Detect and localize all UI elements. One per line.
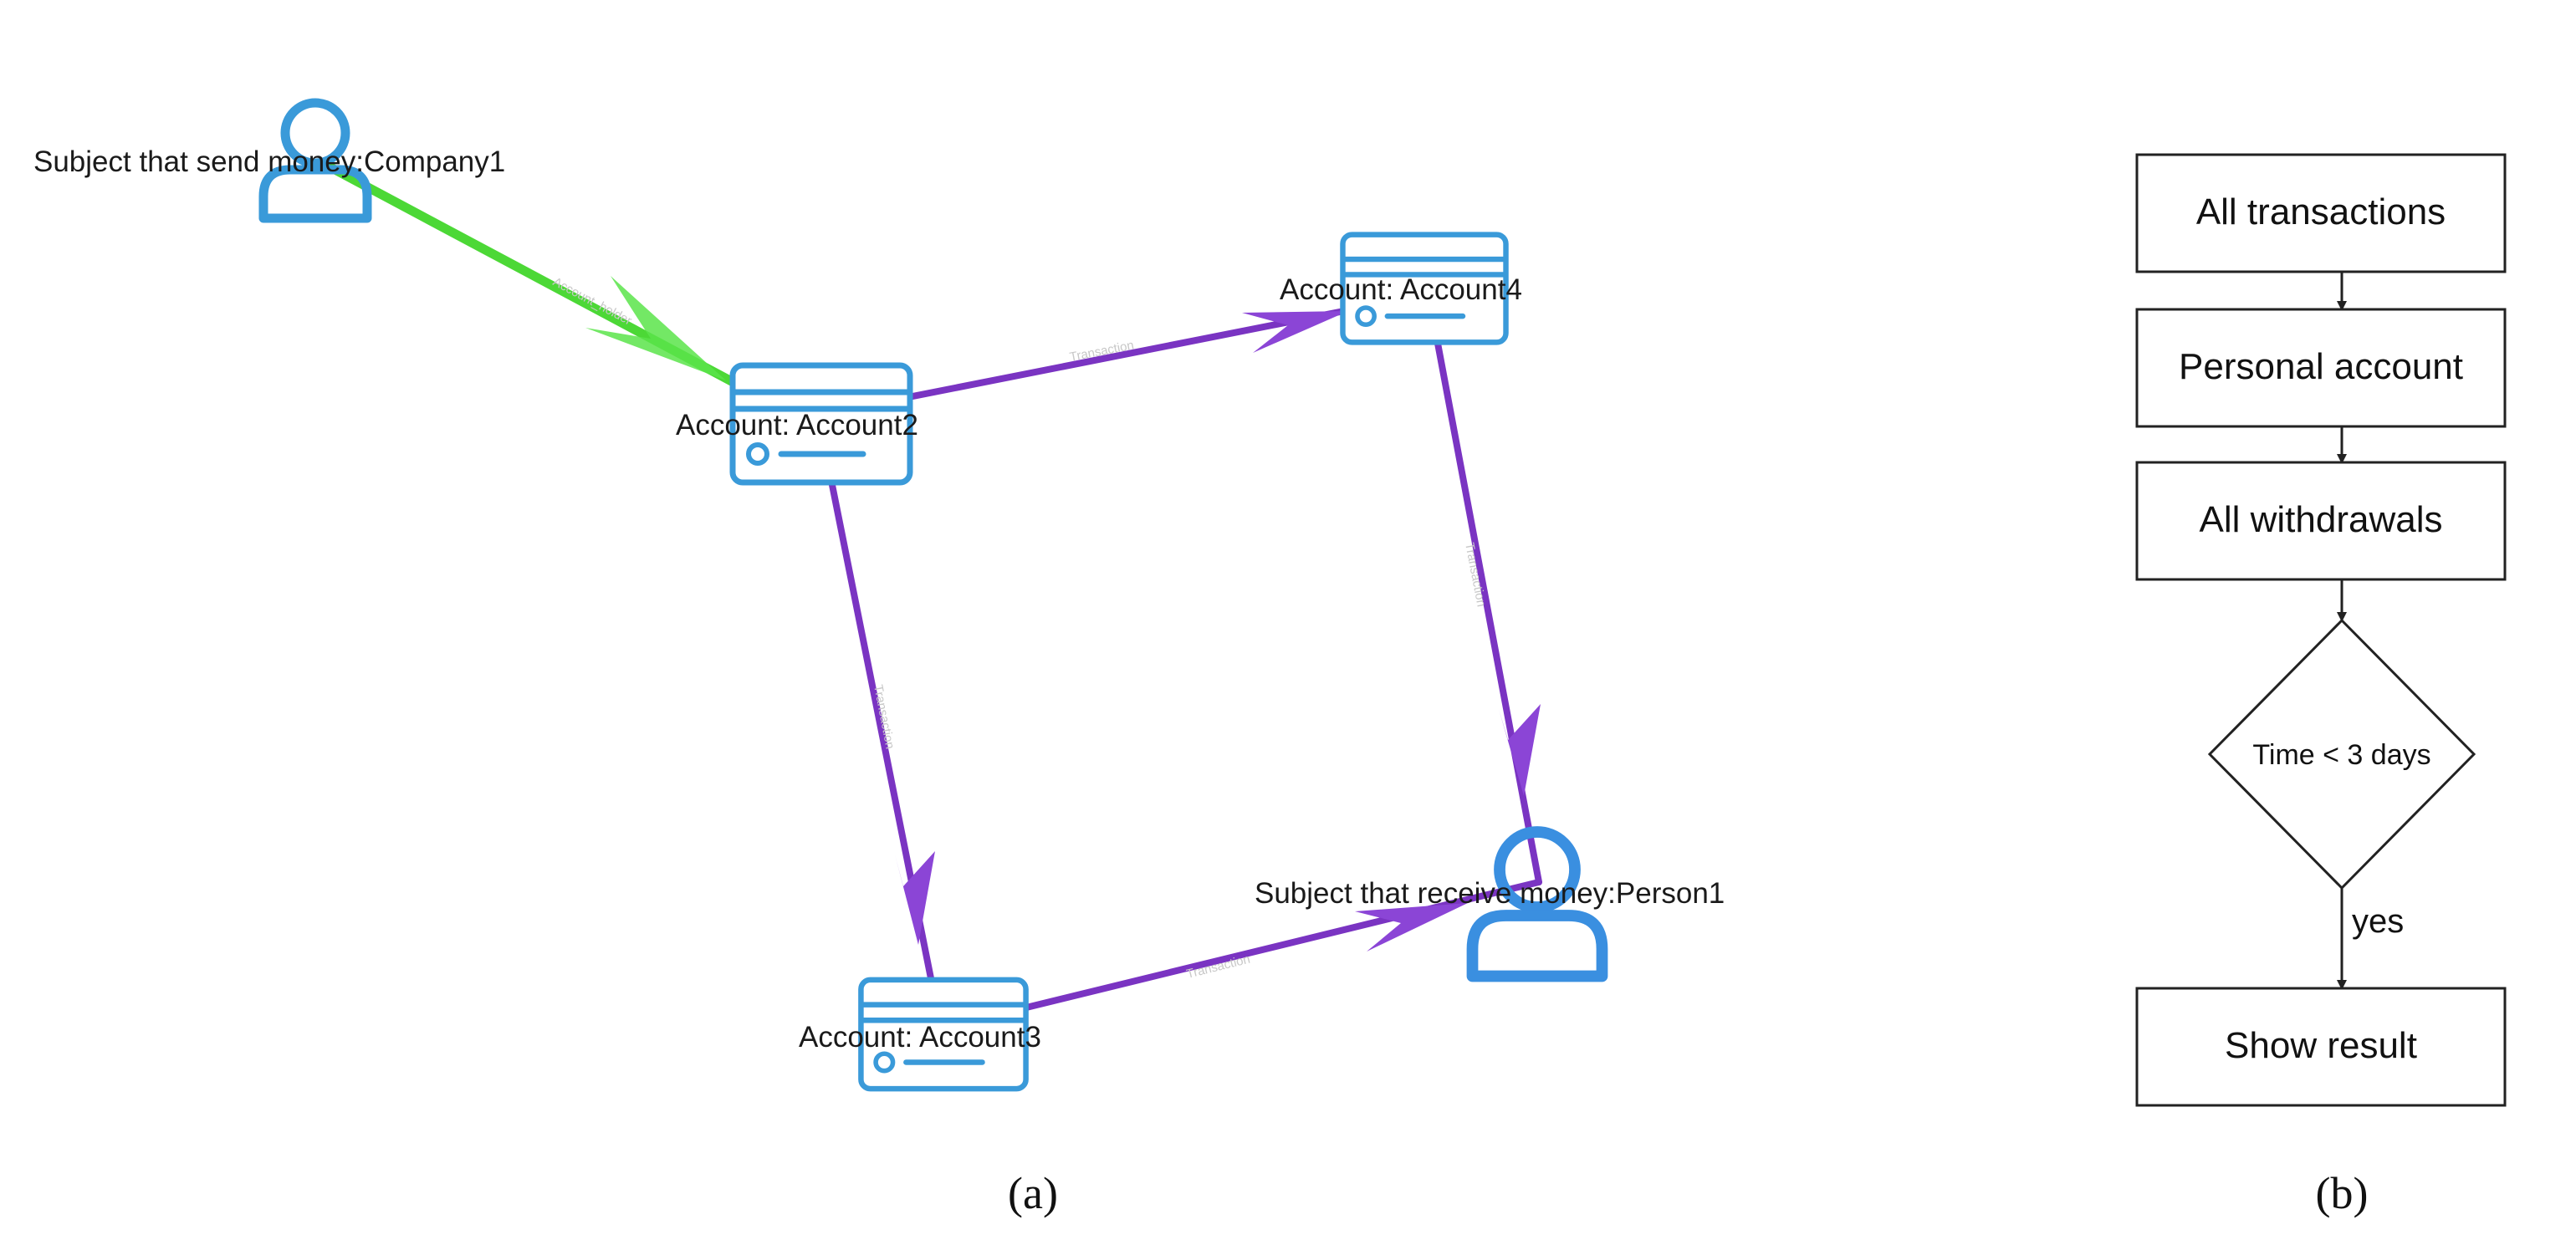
node-company1[interactable]: Subject that send money:Company1 <box>33 103 505 218</box>
flow-step-show-result: Show result <box>2135 987 2507 1107</box>
flowchart-panel: All transactions Personal account All wi… <box>2135 153 2507 1218</box>
graph-panel: Account_holder Transaction Transaction T… <box>33 103 1725 1218</box>
arrowhead <box>1242 311 1348 353</box>
flow-step-label: Show result <box>2225 1025 2417 1066</box>
caption-b: (b) <box>2316 1168 2369 1218</box>
edge-label: Transaction <box>871 684 897 751</box>
flow-step-all-withdrawals: All withdrawals <box>2135 461 2507 581</box>
node-label: Subject that receive money:Person1 <box>1255 877 1725 910</box>
node-label: Account: Account2 <box>676 409 918 441</box>
flow-branch-yes: yes <box>2352 903 2404 940</box>
flow-step-label: All withdrawals <box>2200 499 2443 540</box>
node-label: Subject that send money:Company1 <box>33 145 505 178</box>
flow-step-label: Personal account <box>2179 346 2463 387</box>
caption-a: (a) <box>1008 1168 1058 1218</box>
flow-step-label: All transactions <box>2196 191 2446 232</box>
node-label: Account: Account3 <box>799 1021 1041 1054</box>
edge-account2-account3[interactable]: Transaction <box>820 440 944 1032</box>
arrowhead <box>895 851 935 945</box>
flow-decision-label: Time < 3 days <box>2252 739 2430 771</box>
edge-account3-person[interactable]: Transaction <box>938 879 1542 1032</box>
edge-label: Account_holder <box>550 275 634 329</box>
flow-step-personal-account: Personal account <box>2135 308 2507 428</box>
arrowhead <box>585 276 726 380</box>
node-label: Account: Account4 <box>1280 273 1522 306</box>
flow-decision-time: Time < 3 days <box>2207 618 2476 890</box>
node-account2[interactable]: Account: Account2 <box>676 365 918 482</box>
edge-account4-person[interactable]: Transaction <box>1425 291 1542 885</box>
arrowhead <box>1499 704 1541 796</box>
arrowhead <box>1355 903 1468 952</box>
node-person1[interactable]: Subject that receive money:Person1 <box>1255 832 1725 977</box>
edge-account2-account4[interactable]: Transaction <box>820 291 1432 417</box>
edge-label: Transaction <box>1185 952 1252 982</box>
node-account4[interactable]: Account: Account4 <box>1280 235 1522 343</box>
node-account3[interactable]: Account: Account3 <box>799 980 1041 1089</box>
flow-step-all-transactions: All transactions <box>2135 153 2507 273</box>
